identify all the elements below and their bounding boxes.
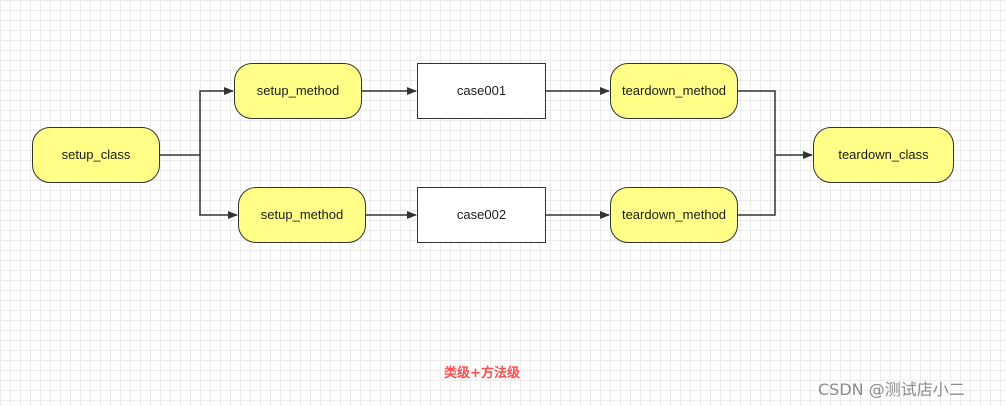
node-label: teardown_method bbox=[621, 83, 727, 98]
watermark: CSDN @测试店小二 bbox=[818, 380, 965, 399]
edge-setup-class-to-setup-method-2 bbox=[199, 155, 238, 219]
node-setup-method-2: setup_method bbox=[238, 187, 366, 243]
node-case001: case001 bbox=[417, 63, 546, 119]
node-teardown-method-2: teardown_method bbox=[610, 187, 738, 243]
node-label: teardown_method bbox=[621, 207, 727, 222]
node-label: setup_method bbox=[260, 207, 344, 222]
node-label: case002 bbox=[456, 207, 507, 222]
node-case002: case002 bbox=[417, 187, 546, 243]
node-teardown-method-1: teardown_method bbox=[610, 63, 738, 119]
edge-setup-class-to-setup-method-1 bbox=[160, 87, 234, 156]
node-label: setup_method bbox=[256, 83, 340, 98]
edge-teardown-method-1-merge bbox=[738, 90, 776, 216]
node-teardown-class: teardown_class bbox=[813, 127, 954, 183]
node-label: setup_class bbox=[61, 147, 131, 162]
node-label: teardown_class bbox=[838, 147, 929, 162]
diagram-caption: 类级+方法级 bbox=[444, 366, 520, 381]
node-setup-method-1: setup_method bbox=[234, 63, 362, 119]
node-label: case001 bbox=[456, 83, 507, 98]
node-setup-class: setup_class bbox=[32, 127, 160, 183]
